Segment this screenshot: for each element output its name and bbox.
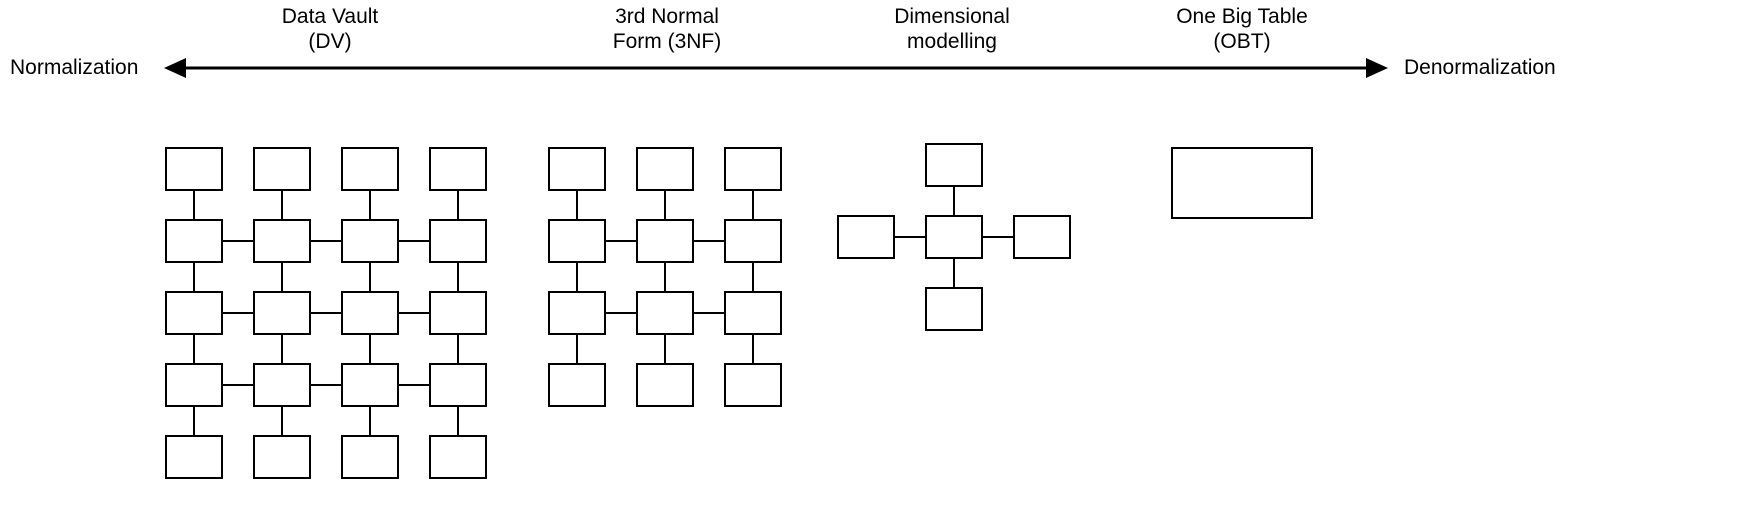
relationship-line xyxy=(311,312,341,314)
relationship-line xyxy=(457,335,459,363)
entity-box xyxy=(429,147,487,191)
entity-box xyxy=(429,291,487,335)
column-title-data-vault: Data Vault (DV) xyxy=(230,4,430,54)
relationship-line xyxy=(281,335,283,363)
entity-box xyxy=(548,363,606,407)
column-title-line1: Dimensional xyxy=(894,5,1010,28)
relationship-line xyxy=(895,236,925,238)
column-title-line2: (DV) xyxy=(308,30,352,53)
entity-box xyxy=(636,147,694,191)
relationship-line xyxy=(664,191,666,219)
column-title-line2: modelling xyxy=(907,30,997,53)
relationship-line xyxy=(664,263,666,291)
entity-box xyxy=(636,291,694,335)
relationship-line xyxy=(369,335,371,363)
relationship-line xyxy=(694,240,724,242)
relationship-line xyxy=(369,191,371,219)
relationship-line xyxy=(311,384,341,386)
entity-box xyxy=(724,363,782,407)
axis-label-normalization: Normalization xyxy=(10,56,139,79)
column-title-line1: Data Vault xyxy=(281,5,379,28)
relationship-line xyxy=(752,191,754,219)
entity-box xyxy=(165,291,223,335)
relationship-line xyxy=(576,191,578,219)
relationship-line xyxy=(983,236,1013,238)
column-title-line1: 3rd Normal xyxy=(615,5,719,28)
entity-box xyxy=(165,219,223,263)
relationship-line xyxy=(606,312,636,314)
relationship-line xyxy=(223,240,253,242)
entity-box xyxy=(253,291,311,335)
entity-box xyxy=(341,291,399,335)
entity-box xyxy=(165,147,223,191)
entity-box xyxy=(636,219,694,263)
dimension-box-left xyxy=(837,215,895,259)
column-title-one-big-table: One Big Table (OBT) xyxy=(1142,4,1342,54)
entity-box xyxy=(429,435,487,479)
relationship-line xyxy=(953,187,955,215)
spectrum-arrow-icon xyxy=(164,58,1388,78)
dimension-box-bottom xyxy=(925,287,983,331)
one-big-table-box xyxy=(1171,147,1313,219)
relationship-line xyxy=(576,335,578,363)
column-title-line2: Form (3NF) xyxy=(612,30,722,53)
relationship-line xyxy=(281,263,283,291)
entity-box xyxy=(341,435,399,479)
entity-box xyxy=(341,363,399,407)
entity-box xyxy=(548,291,606,335)
entity-box xyxy=(548,219,606,263)
dimension-box-top xyxy=(925,143,983,187)
axis-label-denormalization: Denormalization xyxy=(1404,56,1556,79)
column-title-dimensional-modelling: Dimensional modelling xyxy=(852,4,1052,54)
relationship-line xyxy=(281,191,283,219)
relationship-line xyxy=(694,312,724,314)
relationship-line xyxy=(606,240,636,242)
entity-box xyxy=(253,147,311,191)
entity-box xyxy=(636,363,694,407)
relationship-line xyxy=(223,312,253,314)
relationship-line xyxy=(193,407,195,435)
relationship-line xyxy=(193,263,195,291)
entity-box xyxy=(253,219,311,263)
relationship-line xyxy=(399,240,429,242)
column-title-line1: One Big Table xyxy=(1176,5,1308,28)
relationship-line xyxy=(953,259,955,287)
entity-box xyxy=(165,435,223,479)
relationship-line xyxy=(281,407,283,435)
relationship-line xyxy=(457,263,459,291)
fact-box-center xyxy=(925,215,983,259)
entity-box xyxy=(724,219,782,263)
relationship-line xyxy=(576,263,578,291)
relationship-line xyxy=(193,191,195,219)
entity-box xyxy=(341,219,399,263)
entity-box xyxy=(429,363,487,407)
entity-box xyxy=(253,363,311,407)
entity-box xyxy=(724,147,782,191)
relationship-line xyxy=(399,312,429,314)
column-title-line2: (OBT) xyxy=(1213,30,1271,53)
relationship-line xyxy=(457,191,459,219)
entity-box xyxy=(341,147,399,191)
relationship-line xyxy=(193,335,195,363)
relationship-line xyxy=(457,407,459,435)
relationship-line xyxy=(752,263,754,291)
entity-box xyxy=(253,435,311,479)
relationship-line xyxy=(369,263,371,291)
entity-box xyxy=(548,147,606,191)
relationship-line xyxy=(223,384,253,386)
relationship-line xyxy=(752,335,754,363)
relationship-line xyxy=(399,384,429,386)
relationship-line xyxy=(664,335,666,363)
entity-box xyxy=(165,363,223,407)
column-title-third-normal-form: 3rd Normal Form (3NF) xyxy=(567,4,767,54)
relationship-line xyxy=(311,240,341,242)
relationship-line xyxy=(369,407,371,435)
dimension-box-right xyxy=(1013,215,1071,259)
entity-box xyxy=(429,219,487,263)
entity-box xyxy=(724,291,782,335)
